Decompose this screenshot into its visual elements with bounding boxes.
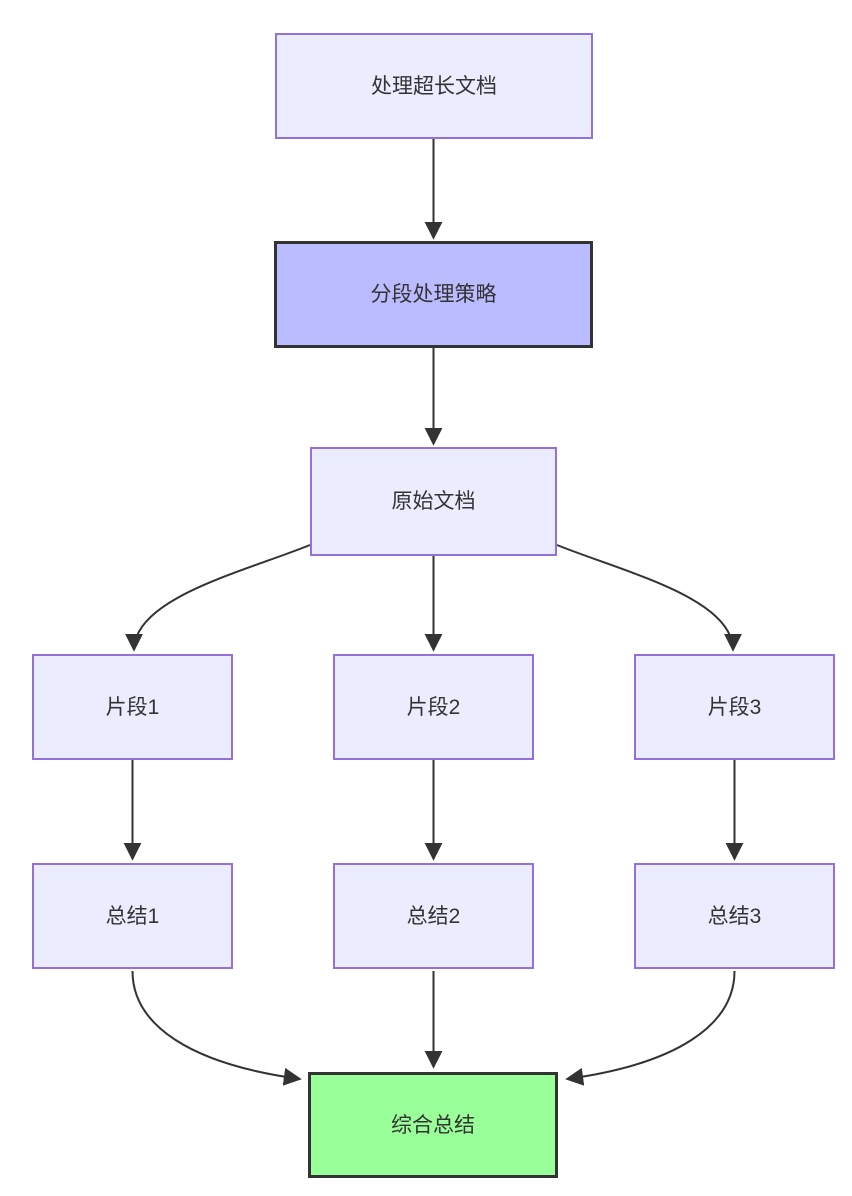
node-segmentation-strategy: 分段处理策略 [274, 241, 593, 348]
node-final-summary: 综合总结 [308, 1072, 558, 1178]
edge-original-to-fragment-1 [125, 544, 311, 652]
node-fragment-1: 片段1 [32, 654, 233, 760]
node-summary-3: 总结3 [634, 863, 835, 969]
node-summary-1: 总结1 [32, 863, 233, 969]
node-process-long-document: 处理超长文档 [275, 33, 593, 139]
edge-original-to-fragment-3 [556, 544, 742, 652]
node-fragment-2: 片段2 [333, 654, 534, 760]
edge-summary-3-to-final [565, 970, 736, 1086]
edge-summary-1-to-final [131, 970, 302, 1086]
node-summary-2: 总结2 [333, 863, 534, 969]
node-original-document: 原始文档 [310, 447, 557, 556]
node-fragment-3: 片段3 [634, 654, 835, 760]
